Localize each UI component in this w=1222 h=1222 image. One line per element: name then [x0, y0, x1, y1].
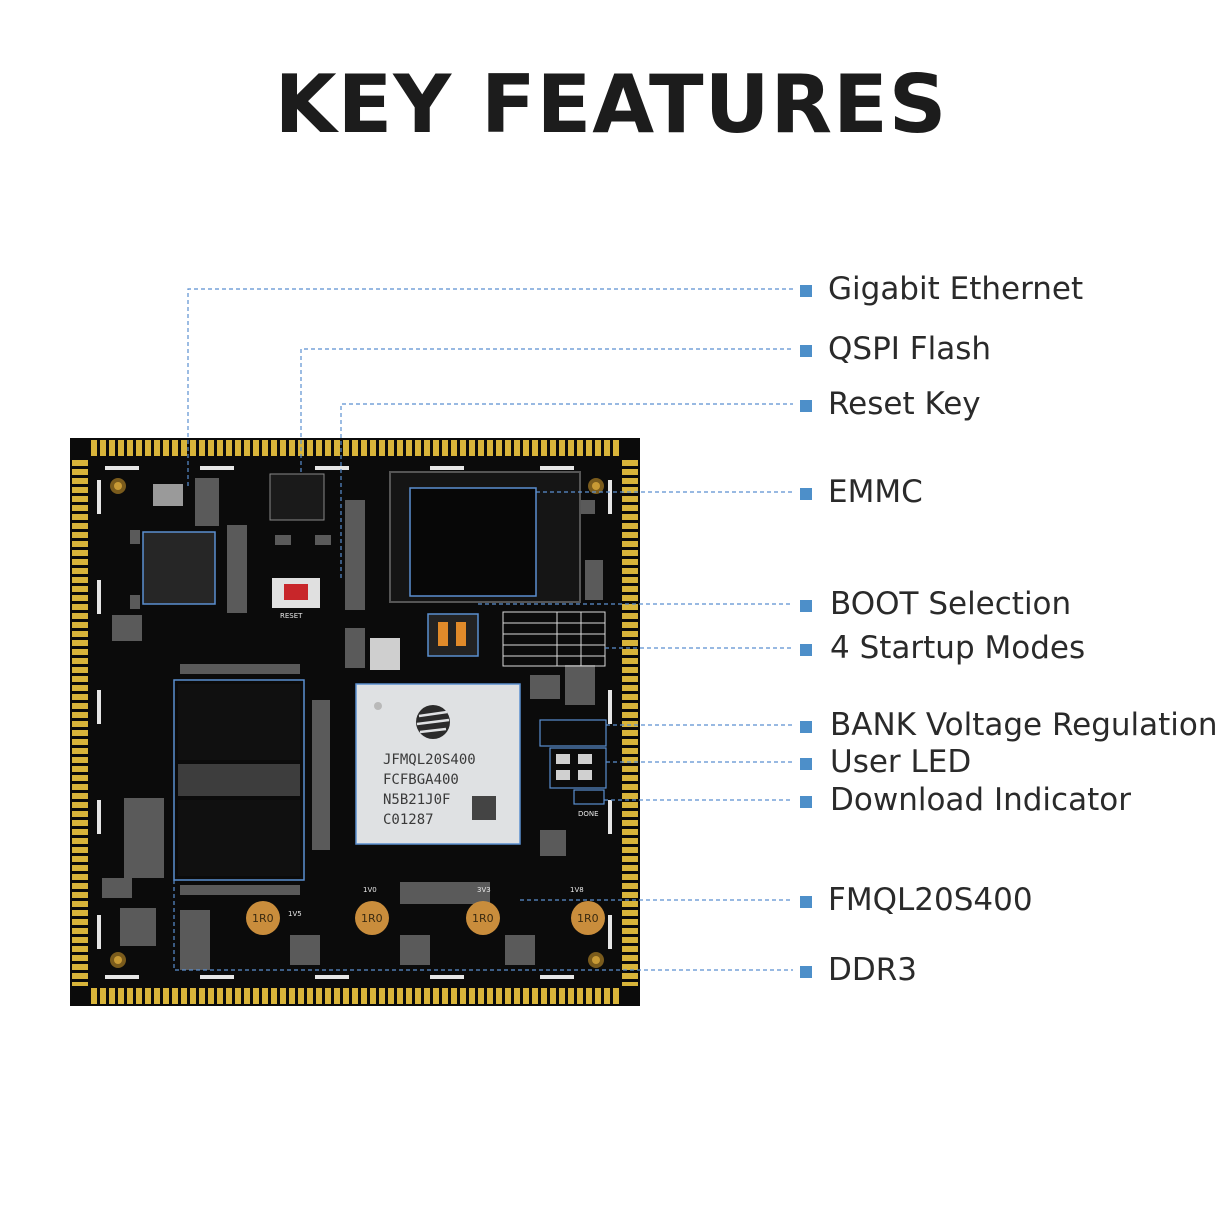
ethernet-phy-chip [142, 531, 216, 605]
bullet-icon [800, 896, 812, 908]
feature-boot-selection: BOOT Selection [830, 586, 1072, 622]
bullet-icon [800, 796, 812, 808]
boot-mode-table [502, 611, 606, 667]
bullet-icon [800, 644, 812, 656]
bullet-icon [800, 966, 812, 978]
bullet-icon [800, 721, 812, 733]
bullet-icon [800, 600, 812, 612]
bullet-icon [800, 400, 812, 412]
qspi-flash-chip [269, 473, 325, 521]
inductor-mark-1: 1R0 [252, 912, 274, 925]
oscillator [153, 484, 183, 506]
done-mark: DONE [578, 810, 599, 818]
feature-gigabit-ethernet: Gigabit Ethernet [828, 271, 1084, 307]
feature-ddr3: DDR3 [828, 952, 918, 988]
callout-ethernet [187, 288, 793, 486]
ddr3-chip-2 [178, 800, 300, 876]
rail-1v5: 1V5 [288, 910, 302, 918]
user-led-area [549, 747, 607, 789]
qr-code [472, 796, 496, 820]
reset-mark: RESET [280, 612, 303, 620]
bullet-icon [800, 285, 812, 297]
feature-reset-key: Reset Key [828, 386, 981, 422]
chip-line-3: N5B21J0F [383, 792, 450, 808]
pcb-board: RESET JFMQL20S400 FCFBGA400 N5B21J0F [70, 438, 640, 1006]
feature-emmc: EMMC [828, 474, 923, 510]
callout-ddr3 [173, 880, 793, 971]
top-edge-pins [88, 440, 620, 456]
rail-3v3: 3V3 [477, 886, 491, 894]
callout-qspi [300, 348, 793, 472]
bullet-icon [800, 345, 812, 357]
ddr3-outline [173, 679, 305, 881]
chip-line-1: JFMQL20S400 [383, 752, 476, 768]
callout-reset [340, 403, 793, 578]
feature-download-indicator: Download Indicator [830, 782, 1131, 818]
boot-dip-switch [427, 613, 479, 657]
right-edge-pins [622, 460, 638, 986]
inductor-mark-4: 1R0 [577, 912, 599, 925]
inductor-mark-2: 1R0 [361, 912, 383, 925]
feature-qspi-flash: QSPI Flash [828, 331, 992, 367]
rail-1v8: 1V8 [570, 886, 584, 894]
bullet-icon [800, 488, 812, 500]
crystal [370, 638, 400, 670]
feature-user-led: User LED [830, 744, 972, 780]
chip-line-4: C01287 [383, 812, 434, 828]
page-title: KEY FEATURES [274, 58, 948, 151]
inductors [246, 901, 605, 935]
emmc-chip [409, 487, 537, 597]
bank-voltage-area [539, 719, 607, 747]
rail-1v0: 1V0 [363, 886, 377, 894]
feature-bank-voltage: BANK Voltage Regulation [830, 707, 1218, 743]
left-edge-pins [72, 460, 88, 986]
chip-line-2: FCFBGA400 [383, 772, 459, 788]
ddr3-chip-1 [178, 684, 300, 760]
feature-startup-modes: 4 Startup Modes [830, 630, 1086, 666]
feature-fmql20s400: FMQL20S400 [828, 882, 1033, 918]
bottom-edge-pins [88, 988, 620, 1004]
callout-lines [173, 288, 793, 971]
inductor-mark-3: 1R0 [472, 912, 494, 925]
bullet-icon [800, 758, 812, 770]
download-led-area [573, 789, 605, 805]
